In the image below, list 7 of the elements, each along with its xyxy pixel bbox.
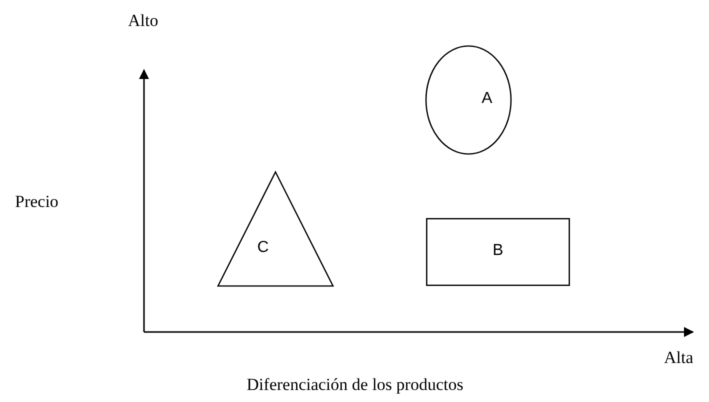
shape-label: A (482, 91, 492, 107)
axis-label: Precio (15, 193, 58, 212)
axis-label: Diferenciación de los productos (246, 376, 464, 395)
shape-label: C (257, 240, 269, 256)
axis-label: Alta (664, 349, 694, 368)
axis-label: Alto (128, 12, 158, 31)
shape-label: B (492, 243, 504, 259)
